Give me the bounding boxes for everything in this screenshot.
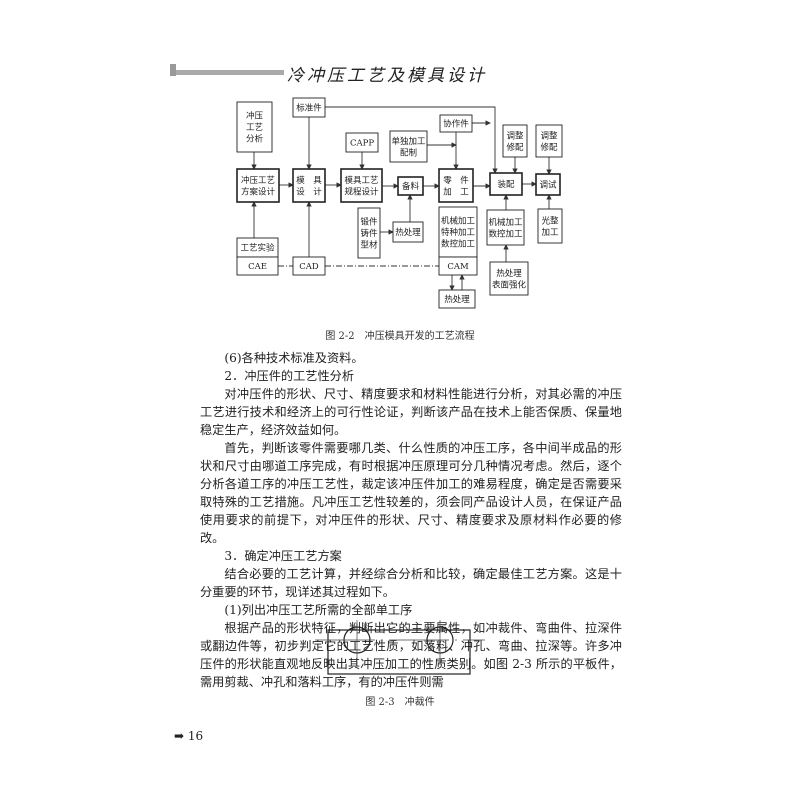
flow-box-label: CAM: [447, 262, 469, 272]
flow-box-label: 锻件: [360, 217, 378, 228]
flow-box-label: 工艺实验: [240, 243, 275, 254]
flow-box-label: 数控加工: [441, 239, 476, 250]
flow-box-label: 调整: [540, 130, 558, 141]
paragraph: 根据产品的形状特征，判断出它的主要属性，如冲裁件、弯曲件、拉深件或翻边件等，初步…: [200, 621, 622, 689]
flow-box-label: 协作件: [443, 119, 469, 130]
flow-box-experiment: 工艺实验: [236, 237, 279, 258]
page-number: 16: [187, 729, 204, 743]
flow-box-label: 加 工: [443, 186, 469, 197]
flow-box-label: 热处理: [395, 227, 421, 238]
flow-box-label: 热处理: [496, 268, 522, 279]
flow-box-standard: 标准件: [292, 97, 326, 118]
flow-box-cad: CAD: [292, 256, 326, 276]
flow-box-label: 铸件: [360, 228, 378, 239]
flow-box-label: 冲压工艺: [241, 175, 275, 186]
flow-box-label: 分析: [246, 134, 264, 145]
flow-box-label: 调整: [506, 130, 524, 141]
running-title: 冷冲压工艺及模具设计: [287, 66, 487, 86]
flow-box-label: 单独加工: [391, 136, 426, 147]
flow-box-label: 热处理: [444, 294, 470, 305]
flow-box-material: 备料: [397, 176, 424, 196]
flow-box-label: 表面强化: [492, 279, 527, 290]
flow-box-label: 机械加工: [441, 216, 476, 227]
flow-box-label: 方案设计: [241, 186, 276, 197]
flow-box-label: 型材: [360, 240, 378, 251]
flow-box-label: 模 具: [296, 175, 322, 186]
flow-box-parts: 零 件加 工: [438, 168, 474, 203]
header-rule: [176, 70, 284, 75]
paragraph: 首先，判断该零件需要哪几类、什么性质的冲压工序，各中间半成品的形状和尺寸由哪道工…: [200, 441, 622, 545]
flow-box-label: 加工: [541, 227, 559, 238]
flow-box-label: 光整: [541, 215, 559, 226]
right-arrow-icon: ➡: [174, 729, 185, 743]
header-decoration: [170, 64, 176, 76]
flow-box-heat1: 热处理: [392, 221, 424, 243]
flow-box-label: 备料: [402, 181, 420, 192]
flow-box-label: 调试: [539, 180, 557, 191]
section-heading: 3．确定冲压工艺方案: [224, 549, 342, 563]
flow-box-label: 模具工艺: [344, 175, 378, 186]
blanking-part-figure: [315, 620, 485, 675]
flow-box-die-design: 模 具设 计: [292, 168, 326, 203]
flow-box-label: 设 计: [296, 186, 322, 197]
flow-box-trial: 调试: [535, 173, 561, 196]
flow-box-cam: CAM: [438, 256, 478, 276]
flow-box-capp: CAPP: [345, 132, 379, 153]
flow-box-label: CAPP: [350, 139, 374, 149]
flow-box-label: 数控加工: [488, 228, 523, 239]
flow-box-label: 配制: [400, 147, 417, 158]
flow-box-heat2: 热处理: [438, 289, 476, 309]
section-heading: 2．冲压件的工艺性分析: [224, 369, 355, 383]
flow-box-label: 修配: [506, 142, 524, 153]
flow-box-label: 工艺: [246, 123, 263, 133]
subsection-heading: (1)列出冲压工艺所需的全部单工序: [224, 603, 413, 617]
flow-box-label: CAD: [299, 262, 319, 272]
flow-box-label: 零 件: [443, 175, 469, 186]
flow-box-label: CAE: [248, 262, 267, 272]
paragraph: 对冲压件的形状、尺寸、精度要求和材料性能进行分析，对其必需的冲压工艺进行技术和经…: [200, 387, 622, 437]
flow-box-label: 修配: [540, 142, 558, 153]
flow-box-label: 机械加工: [488, 217, 523, 228]
flow-box-outsourced: 协作件: [439, 114, 473, 133]
paragraph: (6)各种技术标准及资料。: [224, 351, 364, 365]
paragraph: 结合必要的工艺计算，并经综合分析和比较，确定最佳工艺方案。这是十分重要的环节，现…: [200, 567, 622, 599]
figure-2-2-caption: 图 2-2 冲压模具开发的工艺流程: [325, 331, 475, 342]
flow-box-label: 特种加工: [441, 227, 476, 238]
body-text: (6)各种技术标准及资料。 2．冲压件的工艺性分析 对冲压件的形状、尺寸、精度要…: [200, 349, 622, 691]
flow-box-cae: CAE: [236, 256, 279, 276]
flow-arrow: [325, 106, 498, 174]
flow-box-label: 装配: [497, 179, 515, 190]
figure-2-3-caption: 图 2-3 冲裁件: [365, 697, 435, 708]
page-footer: ➡ 16: [174, 729, 203, 743]
flow-box-label: 冲压: [246, 111, 264, 122]
flow-box-label: 标准件: [296, 103, 322, 114]
flow-box-label: 规程设计: [344, 186, 379, 197]
flow-box-assembly: 装配: [489, 172, 523, 196]
plate-outline: [327, 629, 471, 675]
